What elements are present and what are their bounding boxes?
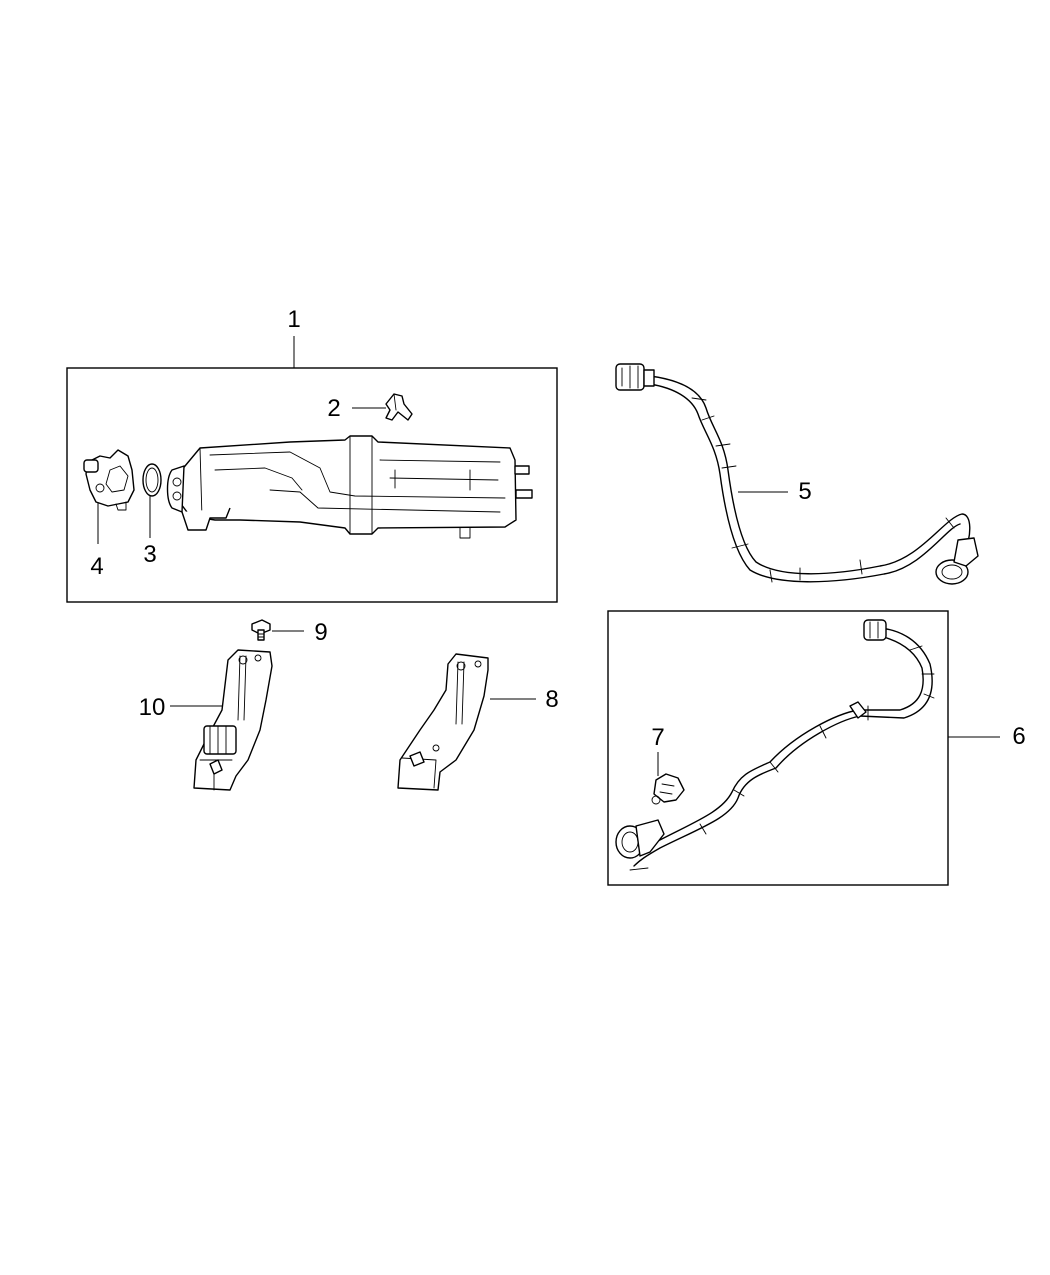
- clip-part-2: [385, 393, 413, 421]
- callout-2: 2: [327, 395, 340, 422]
- o-ring-part-3: [142, 463, 162, 497]
- vapor-canister: [166, 435, 533, 539]
- callout-7: 7: [651, 724, 664, 751]
- callout-10: 10: [139, 694, 166, 721]
- callout-3: 3: [143, 541, 156, 568]
- bolt-part-9: [251, 619, 271, 641]
- assembly-box-6: [607, 610, 949, 886]
- callout-4: 4: [90, 553, 103, 580]
- callout-6: 6: [1012, 723, 1025, 750]
- bracket-part-10: [193, 649, 273, 791]
- callout-5: 5: [798, 478, 811, 505]
- connector-part-7: [651, 773, 685, 805]
- vapor-hose-part-5: [615, 363, 979, 585]
- hose-harness-part-6: [615, 619, 935, 871]
- callout-9: 9: [314, 619, 327, 646]
- assembly-box-1: [66, 367, 558, 603]
- valve-part-4: [83, 449, 135, 511]
- bracket-part-8: [397, 653, 489, 791]
- callout-1: 1: [287, 306, 300, 333]
- callout-8: 8: [545, 686, 558, 713]
